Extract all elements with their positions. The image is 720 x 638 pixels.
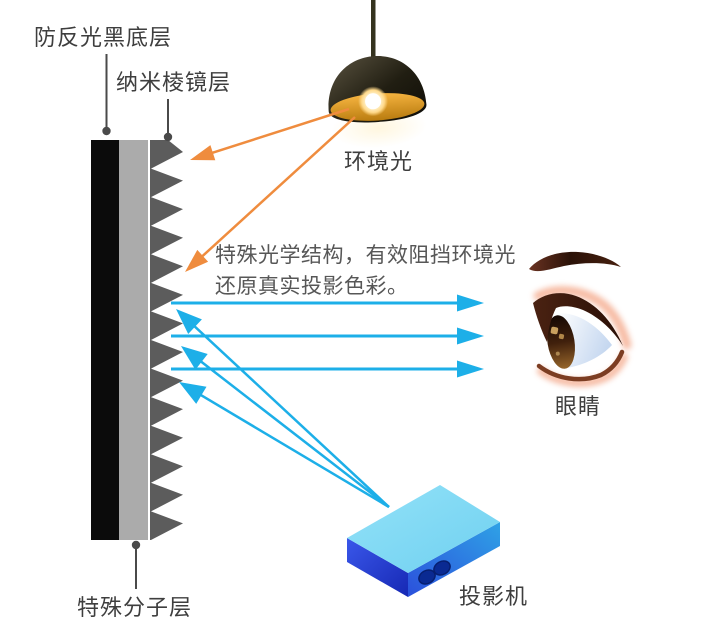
leader-dot-molecular-layer [131, 540, 141, 550]
eye-lower-shading [537, 353, 628, 387]
label-projector: 投影机 [459, 584, 529, 609]
eye-lower-lid [536, 349, 625, 382]
description-line-2: 还原真实投影色彩。 [215, 275, 409, 298]
eye-iris [547, 315, 575, 369]
projector-ray-2 [181, 346, 390, 508]
label-special-molecular-layer: 特殊分子层 [77, 595, 193, 620]
light-ray-arrows [171, 107, 484, 509]
black-base-layer [91, 140, 119, 540]
description-text: 特殊光学结构，有效阻挡环境光 还原真实投影色彩。 [215, 240, 516, 302]
lamp-bulb-core [365, 93, 382, 110]
ambient-light-ray-2 [185, 116, 356, 272]
projector-ray-3 [179, 382, 390, 509]
layered-screen [91, 140, 183, 540]
reflected-light-ray-2 [171, 327, 484, 345]
leader-lines [102, 54, 173, 589]
label-anti-reflective-black-layer: 防反光黑底层 [34, 25, 173, 50]
eye-upper-lid [533, 293, 623, 346]
eyebrow [529, 251, 621, 272]
reflected-light-ray-3 [171, 360, 484, 378]
eye-illustration [529, 251, 632, 387]
molecular-layer [119, 140, 148, 540]
leader-dot-black-layer [102, 126, 111, 136]
ambient-light-ray-1 [190, 107, 350, 161]
projector-ray-1 [176, 309, 390, 508]
label-nano-prism-layer: 纳米棱镜层 [116, 70, 232, 95]
reflected-light-ray-1 [171, 294, 484, 312]
lamp-cord [371, 0, 376, 58]
leader-dot-prism-layer [163, 132, 173, 142]
label-ambient-light: 环境光 [344, 149, 414, 174]
projector-top-face [347, 485, 500, 573]
prism-teeth [150, 140, 183, 540]
projector-front-face [347, 538, 408, 597]
eye-upper-shading [533, 286, 632, 350]
description-line-1: 特殊光学结构，有效阻挡环境光 [215, 244, 516, 267]
projector-box-illustration [347, 485, 500, 597]
label-eye: 眼睛 [555, 394, 602, 419]
projector-lenses [418, 560, 451, 585]
